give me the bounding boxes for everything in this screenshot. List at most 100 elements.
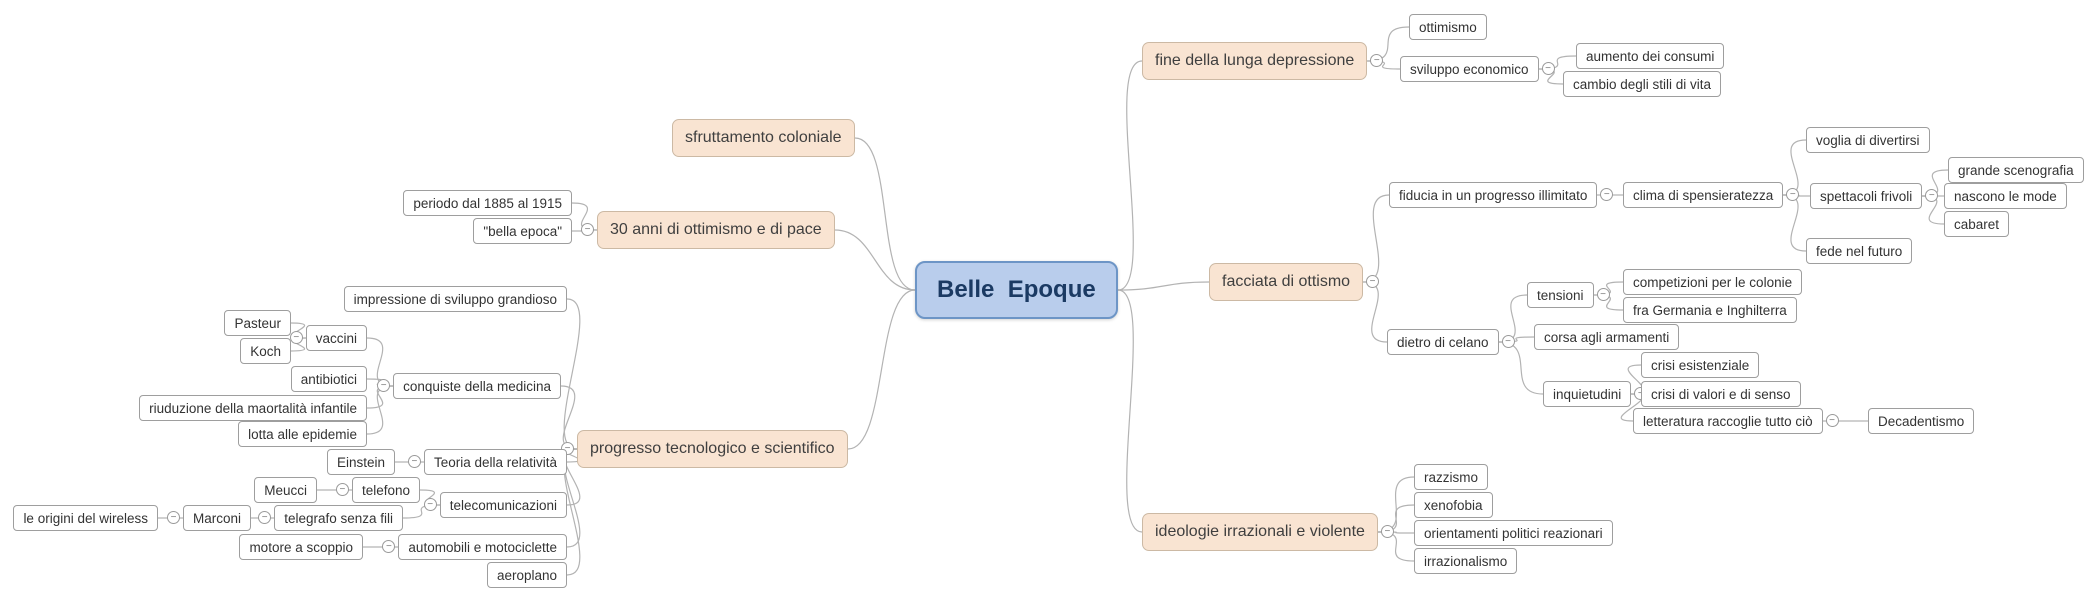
collapse-icon[interactable]: − <box>1600 188 1614 201</box>
branch-line <box>834 229 916 291</box>
node-meucci[interactable]: Meucci <box>254 477 317 503</box>
collapse-icon[interactable]: − <box>1380 525 1394 538</box>
node-motore-a-scoppio[interactable]: motore a scoppio <box>239 534 363 560</box>
node-fine-lunga-depressione[interactable]: fine della lunga depressione − <box>1142 42 1384 80</box>
collapse-icon[interactable]: − <box>1786 188 1800 201</box>
node-label: voglia di divertirsi <box>1816 132 1920 148</box>
collapse-icon[interactable]: − <box>423 498 437 511</box>
node-label: 30 anni di ottimismo e di pace <box>610 221 822 238</box>
collapse-icon[interactable]: − <box>1925 189 1939 202</box>
node-corsa-armamenti[interactable]: corsa agli armamenti <box>1534 324 1680 350</box>
node-marconi[interactable]: Marconi − <box>166 505 251 531</box>
node-nascono-le-mode[interactable]: nascono le mode <box>1944 183 2067 209</box>
node-dietro-si-celano[interactable]: dietro di celano − <box>1387 329 1515 355</box>
node-ottimismo[interactable]: ottimismo <box>1409 14 1487 40</box>
node-label: le origini del wireless <box>23 510 148 526</box>
node-teoria-relativita[interactable]: Teoria della relatività − <box>407 449 567 475</box>
branch-line <box>1117 60 1143 291</box>
node-origini-wireless[interactable]: le origini del wireless <box>13 505 158 531</box>
node-orientamenti-reazionari[interactable]: orientamenti politici reazionari <box>1414 520 1613 546</box>
node-voglia-di-divertirsi[interactable]: voglia di divertirsi <box>1806 127 1930 153</box>
collapse-icon[interactable]: − <box>258 511 272 524</box>
node-cambio-stili-di-vita[interactable]: cambio degli stili di vita <box>1563 71 1722 97</box>
node-label: sviluppo economico <box>1410 61 1529 77</box>
collapse-icon[interactable]: − <box>335 483 349 496</box>
node-antibiotici[interactable]: antibiotici <box>290 366 367 392</box>
node-belle-epoque[interactable]: Belle Epoque <box>915 261 1118 319</box>
node-label: competizioni per le colonie <box>1633 274 1793 290</box>
node-riduzione-mortalita-infantile[interactable]: riuduzione della maortalità infantile <box>139 395 367 421</box>
node-cabaret[interactable]: cabaret <box>1944 211 2010 237</box>
node-letteratura-raccoglie[interactable]: letteratura raccoglie tutto ciò − <box>1633 408 1839 434</box>
collapse-icon[interactable]: − <box>289 331 303 344</box>
node-sfruttamento-coloniale[interactable]: sfruttamento coloniale <box>672 119 855 157</box>
node-vaccini[interactable]: vaccini − <box>289 325 367 351</box>
branch-line <box>1782 139 1807 196</box>
node-label: spettacoli frivoli <box>1820 188 1913 204</box>
node-label: fra Germania e Inghilterra <box>1633 302 1787 318</box>
node-label: lotta alle epidemie <box>248 426 357 442</box>
collapse-icon[interactable]: − <box>581 223 594 236</box>
node-conquiste-medicina[interactable]: conquiste della medicina − <box>377 373 561 399</box>
node-sviluppo-economico[interactable]: sviluppo economico − <box>1400 56 1555 82</box>
node-fiducia-progresso-illimitato[interactable]: fiducia in un progresso illimitato − <box>1389 182 1614 208</box>
node-crisi-di-valori[interactable]: crisi di valori e di senso <box>1641 381 1801 407</box>
node-facciata-di-ottimismo[interactable]: facciata di ottismo − <box>1209 263 1380 301</box>
collapse-icon[interactable]: − <box>1825 414 1839 427</box>
node-aumento-consumi[interactable]: aumento dei consumi <box>1576 43 1725 69</box>
node-label: vaccini <box>315 330 357 346</box>
collapse-icon[interactable]: − <box>1370 54 1384 67</box>
node-irrazionalismo[interactable]: irrazionalismo <box>1414 548 1518 574</box>
node-label: telefono <box>361 482 410 498</box>
node-razzismo[interactable]: razzismo <box>1414 464 1489 490</box>
node-label: telecomunicazioni <box>449 497 557 513</box>
node-periodo-1885-1915[interactable]: periodo dal 1885 al 1915 <box>403 190 572 216</box>
node-aeroplano[interactable]: aeroplano <box>486 562 567 588</box>
collapse-icon[interactable]: − <box>1501 335 1515 348</box>
collapse-icon[interactable]: − <box>166 511 180 524</box>
node-spettacoli-frivoli[interactable]: spettacoli frivoli − <box>1810 183 1939 209</box>
node-progresso-tecnologico[interactable]: progresso tecnologico e scientifico − <box>561 430 848 468</box>
node-label: ideologie irrazionali e violente <box>1155 523 1365 540</box>
node-einstein[interactable]: Einstein <box>326 449 395 475</box>
collapse-icon[interactable]: − <box>377 379 391 392</box>
node-tensioni[interactable]: tensioni − <box>1527 282 1610 308</box>
node-crisi-esistenziale[interactable]: crisi esistenziale <box>1641 352 1760 378</box>
node-ideologie-irrazionali[interactable]: ideologie irrazionali e violente − <box>1142 513 1394 551</box>
collapse-icon[interactable]: − <box>382 540 396 553</box>
node-label: cabaret <box>1954 216 2000 232</box>
collapse-icon[interactable]: − <box>1541 62 1555 75</box>
node-impressione-sviluppo[interactable]: impressione di sviluppo grandioso <box>343 286 567 312</box>
node-xenofobia[interactable]: xenofobia <box>1414 492 1493 518</box>
node-label: facciata di ottismo <box>1222 273 1351 290</box>
node-lotta-epidemie[interactable]: lotta alle epidemie <box>238 421 367 447</box>
node-label: automobili e motociclette <box>408 539 557 555</box>
node-label: crisi di valori e di senso <box>1651 386 1791 402</box>
node-30-anni-ottimismo-pace[interactable]: 30 anni di ottimismo e di pace − <box>581 211 835 249</box>
node-pasteur[interactable]: Pasteur <box>224 310 291 336</box>
collapse-icon[interactable]: − <box>1596 288 1610 301</box>
node-label: grande scenografia <box>1958 162 2074 178</box>
collapse-icon[interactable]: − <box>1366 275 1380 288</box>
node-telecomunicazioni[interactable]: telecomunicazioni − <box>423 492 567 518</box>
node-decadentismo[interactable]: Decadentismo <box>1868 408 1975 434</box>
collapse-icon[interactable]: − <box>407 455 421 468</box>
node-clima-spensieratezza[interactable]: clima di spensieratezza − <box>1623 182 1800 208</box>
node-koch[interactable]: Koch <box>240 338 291 364</box>
branch-line <box>1362 194 1390 283</box>
node-label: inquietudini <box>1553 386 1622 402</box>
node-label: sfruttamento coloniale <box>685 129 842 146</box>
node-telegrafo-senza-fili[interactable]: telegrafo senza fili − <box>258 505 403 531</box>
node-label: clima di spensieratezza <box>1633 187 1774 203</box>
node-fede-nel-futuro[interactable]: fede nel futuro <box>1806 238 1913 264</box>
node-grande-scenografia[interactable]: grande scenografia <box>1948 157 2084 183</box>
node-label: dietro di celano <box>1397 334 1489 350</box>
node-fra-germania-inghilterra[interactable]: fra Germania e Inghilterra <box>1623 297 1797 323</box>
node-inquietudini[interactable]: inquietudini − <box>1543 381 1648 407</box>
node-bella-epoca[interactable]: "bella epoca" <box>473 218 572 244</box>
node-label: aeroplano <box>496 567 557 583</box>
node-telefono[interactable]: telefono − <box>335 477 420 503</box>
node-competizioni-colonie[interactable]: competizioni per le colonie <box>1623 269 1803 295</box>
node-automobili-motociclette[interactable]: automobili e motociclette − <box>382 534 567 560</box>
